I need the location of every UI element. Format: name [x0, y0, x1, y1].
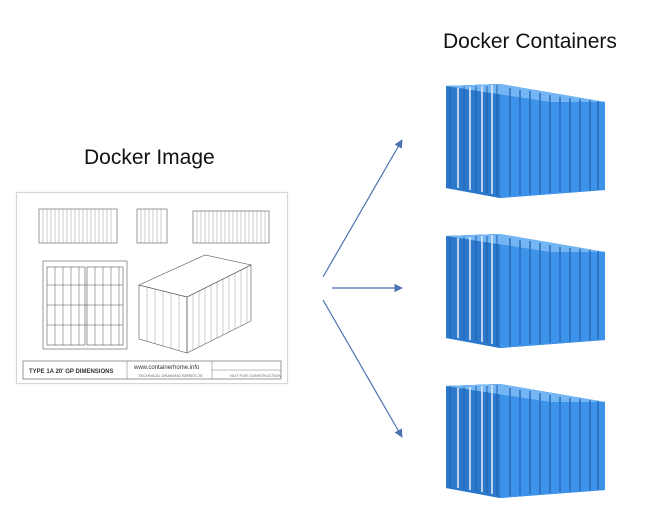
docker-image-blueprint: TYPE 1A 20' GP DIMENSIONS www.containerh… — [16, 192, 288, 384]
docker-image-label: Docker Image — [84, 146, 215, 169]
arrow-to-container-1 — [322, 139, 403, 278]
docker-containers-label: Docker Containers — [443, 30, 617, 53]
title-block-website: www.containerhome.info — [134, 365, 200, 371]
title-block-type: TYPE 1A 20' GP DIMENSIONS — [29, 369, 114, 375]
blueprint-drawing — [22, 208, 282, 380]
container-1 — [446, 84, 605, 198]
arrow-to-container-3 — [322, 299, 403, 438]
container-3 — [446, 384, 605, 498]
title-block-note: NOT FOR CONSTRUCTION — [230, 373, 282, 378]
title-block-subnote: TECHNICAL DRAWING SERIES 20' — [138, 373, 203, 378]
container-2 — [446, 234, 605, 348]
